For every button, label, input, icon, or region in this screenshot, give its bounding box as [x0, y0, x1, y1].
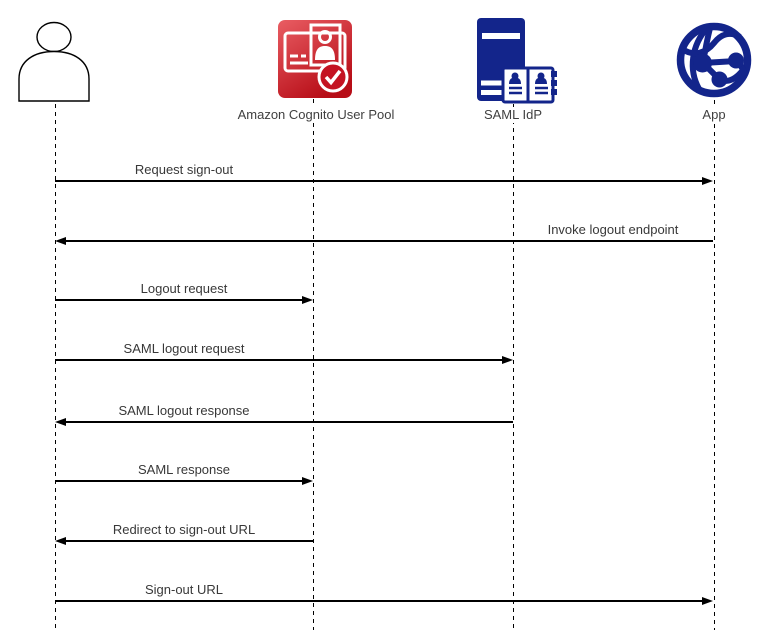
arrowhead-right-icon [502, 355, 513, 364]
message-line [55, 299, 305, 301]
message-label: SAML logout response [118, 403, 250, 418]
saml-idp-icon [472, 16, 558, 111]
message-line [55, 180, 705, 182]
arrowhead-right-icon [302, 476, 313, 485]
message-line [63, 240, 713, 242]
lifeline-app [713, 100, 715, 630]
cognito-icon [278, 20, 352, 103]
message-label: Invoke logout endpoint [547, 222, 679, 237]
app-globe-icon [674, 19, 754, 106]
arrowhead-right-icon [702, 176, 713, 185]
message-label: SAML logout request [123, 341, 245, 356]
arrowhead-left-icon [55, 417, 66, 426]
participant-label-saml-idp: SAML IdP [453, 107, 573, 123]
message-line [55, 359, 505, 361]
arrowhead-left-icon [55, 536, 66, 545]
message-label: SAML response [137, 462, 230, 477]
arrowhead-right-icon [702, 596, 713, 605]
message-line [55, 480, 305, 482]
arrowhead-left-icon [55, 236, 66, 245]
lifeline-cognito [312, 99, 314, 630]
message-label: Sign-out URL [144, 582, 224, 597]
message-label: Redirect to sign-out URL [112, 522, 256, 537]
arrowhead-right-icon [302, 295, 313, 304]
participant-label-cognito: Amazon Cognito User Pool [236, 107, 396, 123]
lifeline-saml-idp [512, 104, 514, 630]
message-label: Request sign-out [134, 162, 234, 177]
message-line [55, 600, 705, 602]
person-icon [18, 18, 94, 109]
message-line [63, 540, 313, 542]
lifeline-user [54, 104, 56, 630]
message-line [63, 421, 513, 423]
message-label: Logout request [140, 281, 228, 296]
participant-label-app: App [654, 107, 774, 123]
